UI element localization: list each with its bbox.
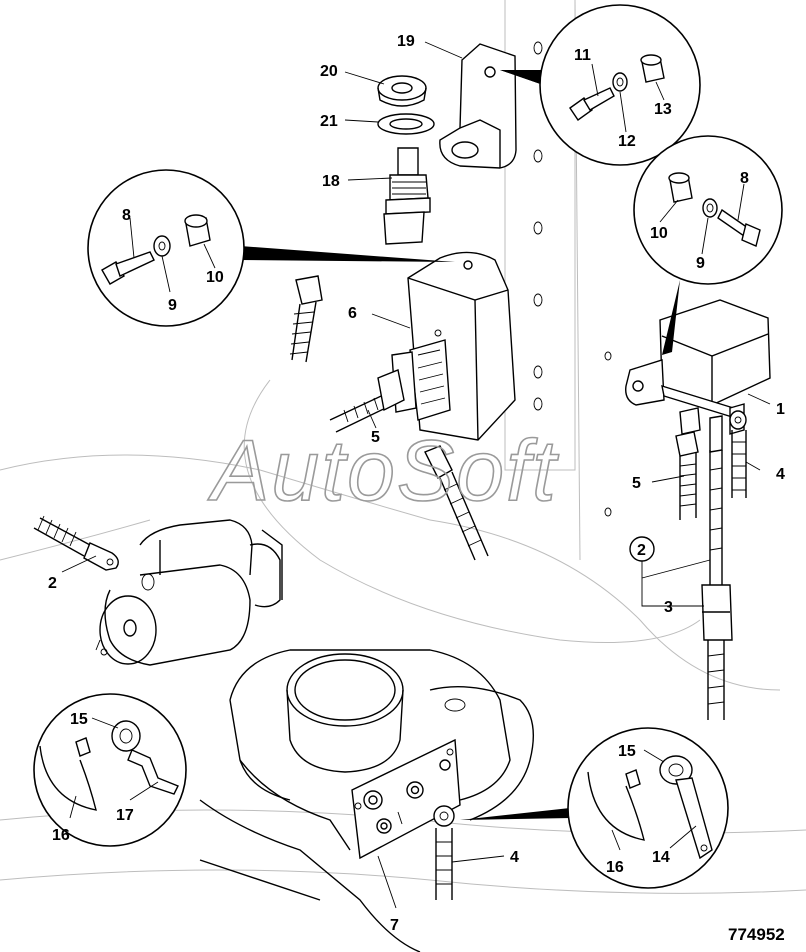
sensor-lead-left: [289, 275, 323, 363]
label-2-right: 2: [637, 542, 646, 559]
label-11: 11: [574, 47, 591, 64]
label-4-bottom: 4: [510, 849, 519, 866]
label-15-left: 15: [70, 711, 88, 728]
inset-fasteners-8-10-right: [633, 135, 783, 355]
sensor-18-stack: [377, 75, 435, 245]
label-20: 20: [320, 63, 338, 80]
label-9-left: 9: [168, 297, 177, 314]
label-2-left: 2: [48, 575, 57, 592]
inset-clip-14-16: [460, 727, 729, 889]
cable-2-left: [33, 515, 119, 571]
label-18: 18: [322, 173, 340, 190]
cable-4-right: [729, 410, 747, 498]
label-15-right: 15: [618, 743, 636, 760]
label-5-right: 5: [632, 475, 641, 492]
label-10-right: 10: [650, 225, 668, 242]
inset-clip-15-17: [33, 693, 187, 847]
label-3: 3: [664, 599, 673, 616]
cable-5-right: [675, 431, 699, 520]
label-16-right: 16: [606, 859, 624, 876]
cable-4-bottom: [433, 805, 455, 900]
label-9-right: 9: [696, 255, 705, 272]
watermark-text: AutoSoft: [207, 423, 559, 519]
label-8-left: 8: [122, 207, 131, 224]
cable-3-sleeve: [701, 450, 733, 720]
label-16-left: 16: [52, 827, 70, 844]
drawing-number: 774952: [728, 925, 785, 944]
bracket-19: [439, 43, 517, 169]
starter-motor: [95, 519, 283, 666]
label-5-center: 5: [371, 429, 380, 446]
label-19: 19: [397, 33, 415, 50]
relay-1: [625, 299, 771, 453]
lead-center: [424, 445, 489, 561]
label-21: 21: [320, 113, 338, 130]
label-13: 13: [654, 101, 672, 118]
label-1: 1: [776, 401, 785, 418]
label-4-right: 4: [776, 466, 785, 483]
label-8-right: 8: [740, 170, 749, 187]
label-10-left: 10: [206, 269, 224, 286]
label-7: 7: [390, 917, 399, 934]
ecu-module-6: [391, 251, 516, 441]
cable-5-ecu: [329, 369, 405, 433]
terminal-plate-7: [351, 738, 461, 860]
label-12: 12: [618, 133, 636, 150]
label-6: 6: [348, 305, 357, 322]
leader-lines: [61, 41, 771, 909]
engine-housing: [199, 649, 535, 952]
label-17: 17: [116, 807, 134, 824]
label-14: 14: [652, 849, 670, 866]
inset-fasteners-11-13: [500, 4, 701, 166]
part-labels: 1 2 2 3 4 4 5 5 6 7 8 8 9 9 10 10 11 12 …: [48, 33, 785, 934]
label-2-circle: [629, 536, 655, 562]
